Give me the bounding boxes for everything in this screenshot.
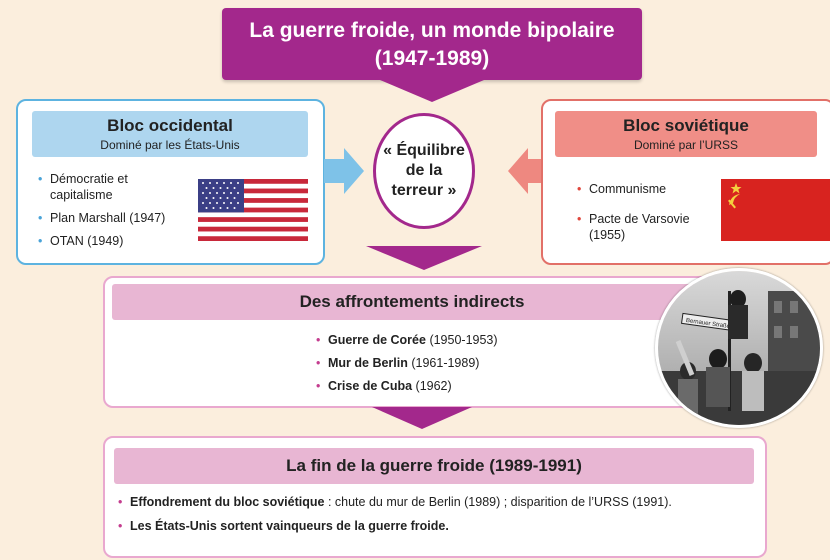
list-item: •Communisme <box>577 182 667 196</box>
down-arrow-top <box>380 80 484 102</box>
list-item: •Mur de Berlin (1961-1989) <box>316 356 480 370</box>
title-line-2: (1947-1989) <box>374 47 490 70</box>
center-line-1: « Équilibre <box>383 142 465 159</box>
us-flag-icon <box>198 179 308 241</box>
list-item: •Démocratie et capitalisme <box>38 172 128 202</box>
berlin-wall-image: Bernauer Straße <box>658 271 820 425</box>
down-arrow-middle <box>366 246 482 270</box>
center-line-2: de la <box>405 162 443 179</box>
title-line-1: La guerre froide, un monde bipolaire <box>249 19 615 42</box>
western-bloc-card: Bloc occidental Dominé par les États-Uni… <box>16 99 325 265</box>
soviet-bloc-subtitle: Dominé par l’URSS <box>633 138 739 152</box>
down-arrow-bottom <box>372 407 472 429</box>
indirect-confrontations-list: •Guerre de Corée (1950-1953) •Mur de Ber… <box>316 332 498 401</box>
end-of-cold-war-list: •Effondrement du bloc soviétique : chute… <box>118 494 672 542</box>
center-line-3: terreur » <box>391 182 457 199</box>
soviet-bloc-header: Bloc soviétique Dominé par l’URSS <box>555 111 817 157</box>
soviet-bloc-title: Bloc soviétique <box>623 116 749 135</box>
list-item: •Pacte de Varsovie (1955) <box>577 212 690 242</box>
indirect-confrontations-title: Des affrontements indirects <box>112 284 712 320</box>
list-item: •OTAN (1949) <box>38 234 124 248</box>
ussr-flag-icon <box>721 179 830 241</box>
list-item: •Crise de Cuba (1962) <box>316 379 452 393</box>
list-item: •Guerre de Corée (1950-1953) <box>316 333 498 347</box>
list-item: •Les États-Unis sortent vainqueurs de la… <box>118 519 449 533</box>
western-bloc-header: Bloc occidental Dominé par les États-Uni… <box>32 111 308 157</box>
right-arrow-icon <box>324 148 364 194</box>
balance-of-terror-circle: « Équilibre de la terreur » <box>373 113 475 229</box>
western-bloc-title: Bloc occidental <box>107 116 233 135</box>
end-of-cold-war-title: La fin de la guerre froide (1989-1991) <box>114 448 754 484</box>
diagram-title: La guerre froide, un monde bipolaire (19… <box>222 8 642 80</box>
western-bloc-subtitle: Dominé par les États-Unis <box>100 138 240 152</box>
soviet-bloc-card: Bloc soviétique Dominé par l’URSS •Commu… <box>541 99 830 265</box>
left-arrow-icon <box>508 148 548 194</box>
berlin-wall-photo: Bernauer Straße <box>655 268 823 428</box>
western-bloc-list: •Démocratie et capitalisme •Plan Marshal… <box>38 171 188 256</box>
list-item: •Plan Marshall (1947) <box>38 211 166 225</box>
list-item: •Effondrement du bloc soviétique : chute… <box>118 495 672 509</box>
soviet-bloc-list: •Communisme •Pacte de Varsovie (1955) <box>577 181 705 250</box>
